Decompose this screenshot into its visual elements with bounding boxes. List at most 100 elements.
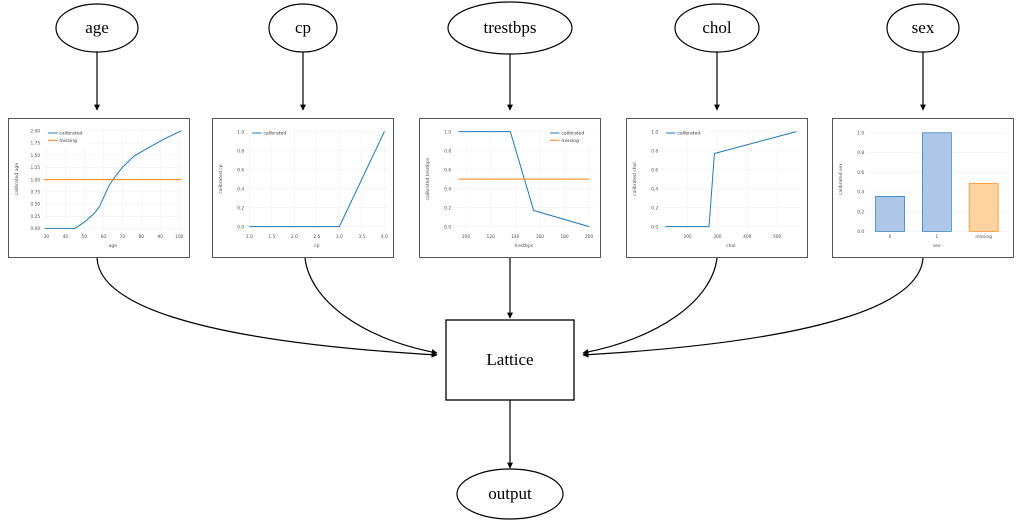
ytick-label: 2.00 — [30, 128, 40, 134]
series-calibrated — [458, 131, 590, 228]
xtick-label: 0 — [889, 234, 892, 240]
bar-1 — [921, 132, 952, 232]
yaxis-title: calibrated trestbps — [425, 157, 431, 200]
yaxis-title: calibrated age — [14, 163, 20, 196]
node-age-label: age — [85, 18, 109, 37]
ytick-label: 0.0 — [444, 224, 451, 230]
xtick-label: 3.0 — [336, 234, 343, 240]
xtick-label: 1.0 — [246, 234, 253, 240]
xtick-label: 40 — [63, 234, 69, 240]
node-trestbps[interactable]: trestbps — [447, 1, 573, 55]
ytick-label: 0.4 — [237, 186, 244, 192]
plot-background — [660, 126, 802, 232]
xtick-label: 60 — [101, 234, 107, 240]
legend-background — [547, 129, 592, 148]
ytick-label: 0.0 — [857, 229, 864, 235]
xtick-label: 500 — [773, 234, 782, 240]
calibrator-panel-sex[interactable]: 0 1 missing 0.0 0.2 0.4 0.6 0.8 1.0 sex calibrated… — [832, 118, 1014, 258]
legend-label-missing: missing — [561, 138, 579, 144]
ytick-label: 0.8 — [237, 148, 244, 154]
legend-label-calibrated: calibrated — [263, 131, 286, 137]
ytick-label: 0.0 — [237, 224, 244, 230]
xtick-label: 2.0 — [291, 234, 298, 240]
xaxis-title: age — [109, 244, 118, 249]
node-trestbps-label: trestbps — [484, 18, 537, 37]
ytick-label: 1.0 — [444, 129, 451, 135]
xtick-label: 50 — [82, 234, 88, 240]
node-output[interactable]: output — [456, 468, 564, 520]
xtick-label: 70 — [120, 234, 126, 240]
ytick-label: 1.0 — [237, 129, 244, 135]
ytick-label: 0.8 — [444, 148, 451, 154]
xtick-label: 90 — [158, 234, 164, 240]
edge-cp-plot-to-lattice — [304, 257, 438, 355]
ytick-label: 0.8 — [651, 148, 658, 154]
bar-missing — [968, 183, 999, 232]
legend-label-calibrated: calibrated — [561, 131, 584, 137]
xtick-label: 2.5 — [313, 234, 320, 240]
xtick-label: 4.0 — [381, 234, 388, 240]
ytick-label: 1.00 — [30, 177, 40, 183]
series-calibrated — [665, 131, 797, 228]
node-lattice[interactable]: Lattice — [445, 319, 575, 401]
series-calibrated — [44, 130, 182, 229]
ytick-label: 1.50 — [30, 153, 40, 159]
ytick-label: 1.0 — [857, 130, 864, 136]
ytick-label: 0.50 — [30, 202, 40, 208]
node-lattice-label: Lattice — [486, 350, 533, 369]
ytick-label: 0.25 — [30, 214, 40, 220]
node-chol-label: chol — [702, 18, 732, 37]
node-sex[interactable]: sex — [886, 3, 960, 53]
legend-label-calibrated: calibrated — [59, 131, 82, 137]
xaxis-title: cp — [314, 244, 320, 249]
xtick-label: 200 — [585, 234, 594, 240]
xtick-label: 180 — [560, 234, 569, 240]
ytick-label: 0.6 — [857, 170, 864, 176]
xtick-label: 140 — [511, 234, 520, 240]
edge-age-plot-to-lattice — [96, 257, 438, 358]
xtick-label: missing — [975, 234, 992, 240]
ytick-label: 0.2 — [444, 205, 451, 211]
legend-label-calibrated: calibrated — [677, 131, 700, 137]
ytick-label: 1.25 — [30, 165, 40, 171]
node-sex-label: sex — [912, 18, 935, 37]
ytick-label: 0.6 — [651, 167, 658, 173]
xtick-label: 100 — [175, 234, 184, 240]
xtick-label: 3.5 — [358, 234, 365, 240]
yaxis-title: calibrated sex — [838, 163, 844, 195]
ytick-label: 0.2 — [857, 209, 864, 215]
xaxis-title: sex — [933, 244, 941, 249]
ytick-label: 0.0 — [651, 224, 658, 230]
node-cp[interactable]: cp — [268, 3, 338, 53]
xtick-label: 400 — [743, 234, 752, 240]
edge-sex-plot-to-lattice — [582, 257, 924, 358]
edge-chol-plot-to-lattice — [582, 257, 718, 355]
node-age[interactable]: age — [55, 3, 139, 53]
ytick-label: 0.75 — [30, 190, 40, 196]
xtick-label: 80 — [139, 234, 145, 240]
xtick-label: 200 — [683, 234, 692, 240]
ytick-label: 0.6 — [444, 167, 451, 173]
xtick-label: 1 — [935, 234, 938, 240]
series-calibrated — [249, 131, 385, 228]
xtick-label: 120 — [486, 234, 495, 240]
calibrator-plot-sex: 0 1 missing 0.0 0.2 0.4 0.6 0.8 1.0 sex calibrated… — [838, 126, 1008, 249]
ytick-label: 0.4 — [444, 186, 451, 192]
legend-background — [249, 129, 294, 141]
xtick-label: 160 — [536, 234, 545, 240]
node-output-label: output — [488, 484, 532, 503]
ytick-label: 1.75 — [30, 141, 40, 147]
ytick-label: 0.4 — [857, 190, 864, 196]
legend-background — [45, 129, 90, 148]
node-chol[interactable]: chol — [674, 3, 760, 53]
ytick-label: 0.8 — [857, 150, 864, 156]
